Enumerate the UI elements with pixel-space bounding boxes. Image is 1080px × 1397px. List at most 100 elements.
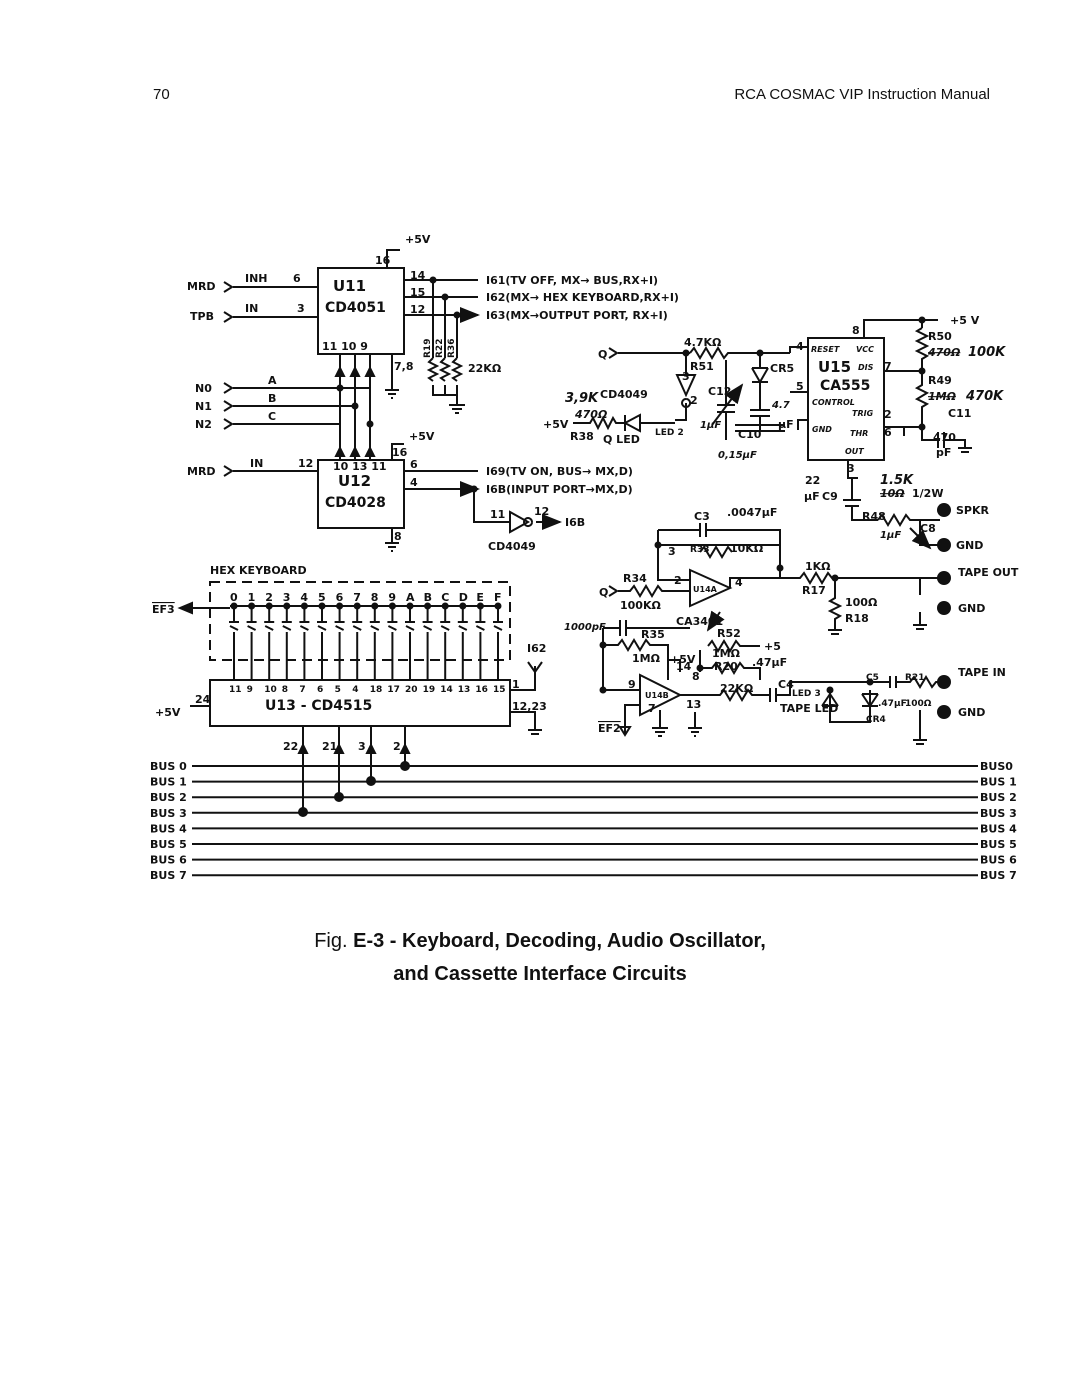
svg-text:0,15μF: 0,15μF	[718, 450, 757, 461]
u13-pin-label: 19	[423, 685, 436, 695]
svg-text:+5V: +5V	[543, 418, 569, 431]
svg-text:VCC: VCC	[856, 345, 874, 354]
u13-pin-label: 6	[317, 685, 323, 695]
svg-text:U14B: U14B	[645, 691, 669, 700]
svg-text:R35: R35	[641, 628, 665, 641]
svg-text:CR5: CR5	[770, 362, 794, 375]
key-label: 3	[283, 591, 291, 604]
u11-in-input: TPB	[190, 310, 214, 323]
svg-text:μF: μF	[804, 490, 820, 503]
svg-text:+5V: +5V	[409, 430, 435, 443]
svg-text:CONTROL: CONTROL	[812, 398, 855, 407]
bus-label-right: BUS0	[980, 760, 1013, 773]
svg-text:2: 2	[393, 740, 401, 753]
svg-text:pF: pF	[936, 446, 951, 459]
figure-caption-line1: Fig. E-3 - Keyboard, Decoding, Audio Osc…	[314, 930, 766, 952]
svg-text:.0047μF: .0047μF	[727, 506, 777, 519]
key-switch	[229, 606, 239, 680]
svg-text:16: 16	[392, 446, 408, 459]
key-switch	[369, 606, 380, 680]
u15-chip	[807, 337, 885, 461]
key-label: 1	[248, 591, 256, 604]
svg-text:22KΩ: 22KΩ	[720, 682, 754, 695]
svg-text:4.7: 4.7	[771, 400, 790, 411]
key-node	[300, 602, 308, 610]
svg-text:2: 2	[674, 574, 682, 587]
bus-label-right: BUS 2	[980, 791, 1017, 804]
svg-text:GND: GND	[812, 425, 832, 434]
svg-text:3: 3	[668, 545, 676, 558]
handwritten-1-5k: 1.5K	[880, 473, 914, 488]
page-number: 70	[153, 86, 170, 103]
svg-text:RESET: RESET	[811, 345, 840, 354]
svg-text:GND: GND	[958, 602, 985, 615]
svg-text:11 10 9: 11 10 9	[322, 340, 368, 353]
svg-text:THR: THR	[850, 429, 868, 438]
svg-text:U14A: U14A	[693, 585, 718, 594]
schematic-diagram: MRD INH 6 TPB IN 3 U11 CD4051 +5V 16 14 …	[150, 233, 1019, 882]
key-node	[353, 602, 361, 610]
key-node	[494, 602, 502, 610]
key-label: D	[459, 591, 468, 604]
svg-text:1: 1	[512, 678, 520, 691]
svg-text:12: 12	[534, 505, 549, 518]
svg-text:4: 4	[796, 340, 804, 353]
svg-text:24: 24	[195, 693, 211, 706]
spkr-terminal: SPKR	[956, 504, 990, 517]
svg-text:4: 4	[410, 476, 418, 489]
u13-pin-label: 5	[335, 685, 341, 695]
key-label: B	[424, 591, 432, 604]
svg-text:CD4049: CD4049	[488, 540, 536, 553]
tape-in-terminal: TAPE IN	[958, 666, 1006, 679]
addr-n2: N2	[195, 418, 212, 431]
key-switch	[387, 606, 398, 680]
svg-text:+5: +5	[764, 640, 781, 653]
ef3-line: EF3	[152, 603, 175, 616]
svg-text:7,8: 7,8	[394, 360, 414, 373]
svg-text:7: 7	[884, 360, 892, 373]
svg-text:.47μF: .47μF	[878, 699, 907, 709]
svg-text:CR4: CR4	[866, 715, 886, 725]
u13-pin-label: 15	[493, 685, 506, 695]
svg-text:I62: I62	[527, 642, 546, 655]
key-label: 9	[388, 591, 396, 604]
svg-text:12: 12	[410, 303, 425, 316]
svg-text:IN: IN	[245, 302, 258, 315]
svg-text:Q LED: Q LED	[603, 433, 640, 446]
svg-text:3: 3	[297, 302, 305, 315]
u15-name: U15	[818, 358, 851, 376]
key-switch	[299, 606, 310, 680]
key-node	[476, 602, 484, 610]
u13-pin-label: 4	[352, 685, 358, 695]
bus-label-left: BUS 7	[150, 869, 187, 882]
svg-text:10 13 11: 10 13 11	[333, 460, 387, 473]
svg-text:1MΩ: 1MΩ	[712, 647, 741, 660]
key-label: E	[476, 591, 484, 604]
svg-text:21: 21	[322, 740, 337, 753]
svg-text:R22: R22	[435, 339, 445, 358]
svg-text:12,23: 12,23	[512, 700, 547, 713]
bus-label-left: BUS 5	[150, 838, 187, 851]
svg-text:DIS: DIS	[858, 363, 874, 372]
svg-text:1MΩ: 1MΩ	[632, 652, 661, 665]
svg-text:LED 3: LED 3	[792, 689, 821, 699]
svg-text:3: 3	[682, 370, 690, 383]
key-label: 4	[300, 591, 308, 604]
u11-out-hex-keyboard: I62(MX→ HEX KEYBOARD,RX+I)	[486, 291, 679, 304]
key-switch	[281, 606, 292, 680]
svg-text:Q: Q	[599, 586, 608, 599]
u13-part: U13 - CD4515	[265, 698, 372, 714]
u12-name: U12	[338, 472, 371, 490]
u13-pin-label: 14	[440, 685, 453, 695]
bus-label-left: BUS 4	[150, 822, 187, 835]
svg-text:1μF: 1μF	[700, 420, 721, 431]
svg-text:3: 3	[847, 462, 855, 475]
key-label: 6	[336, 591, 344, 604]
svg-text:2: 2	[690, 394, 698, 407]
bus-label-right: BUS 4	[980, 822, 1017, 835]
svg-text:9: 9	[628, 678, 636, 691]
svg-text:100KΩ: 100KΩ	[620, 599, 661, 612]
svg-text:MRD: MRD	[187, 465, 216, 478]
key-node	[230, 602, 238, 610]
handwritten-100k: 100K	[968, 345, 1006, 360]
